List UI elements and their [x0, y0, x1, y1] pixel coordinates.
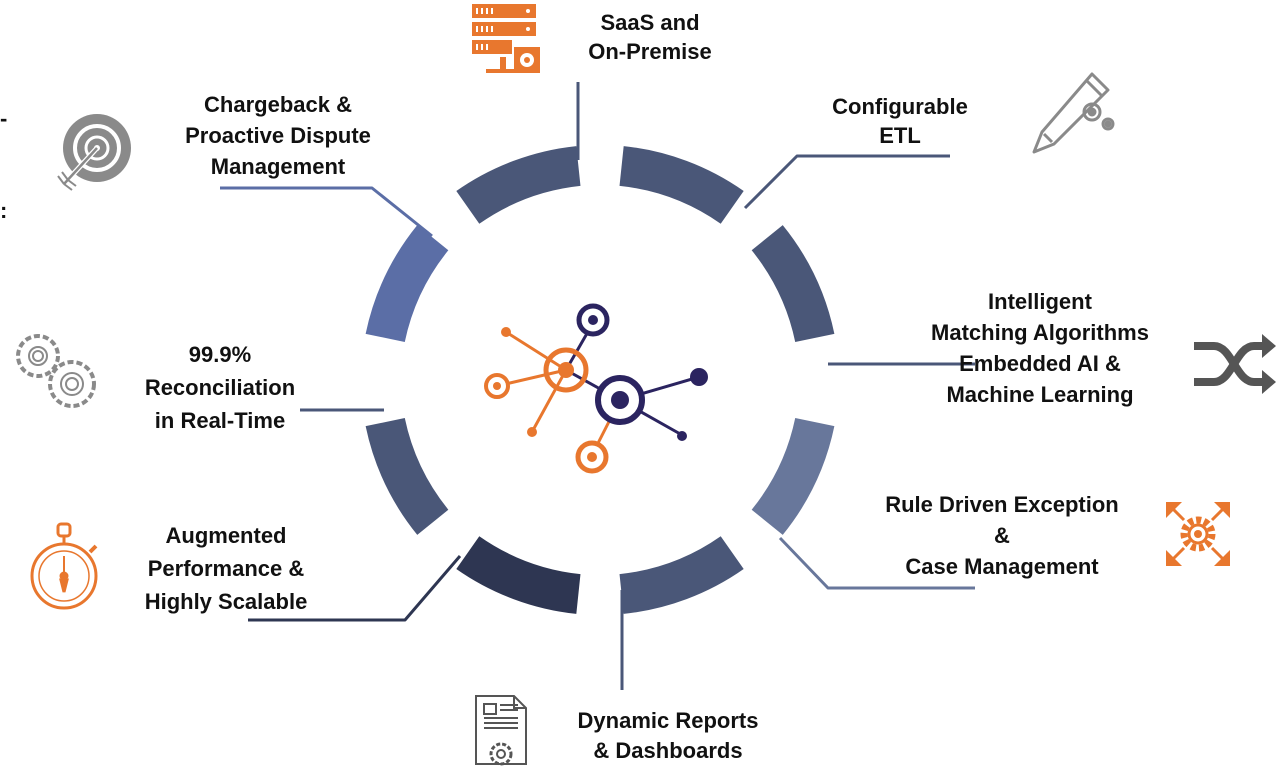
edge-fragment-top: -	[0, 106, 8, 131]
feature-label-performance: Augmented Performance & Highly Scalable	[144, 523, 308, 614]
feature-label-matching: Intelligent Matching Algorithms Embedded…	[931, 289, 1149, 407]
ring-segment-bottom-right	[619, 536, 744, 614]
network-hub-icon	[484, 303, 708, 474]
feature-label-etl: Configurable ETL	[832, 94, 968, 148]
feature-label-exception: Rule Driven Exception & Case Management	[885, 492, 1119, 579]
ring-segment-left-lower	[365, 417, 449, 535]
document-gear-icon	[475, 695, 527, 766]
gears-icon	[16, 334, 96, 408]
stopwatch-icon	[30, 522, 98, 610]
feature-label-chargeback: Chargeback & Proactive Dispute Managemen…	[185, 92, 371, 179]
connector-exception	[778, 536, 975, 590]
ring-segment-right-lower	[751, 417, 835, 535]
ring-segment-top-right	[619, 146, 744, 224]
target-arrow-icon	[57, 114, 131, 191]
pencil-gear-icon	[1032, 72, 1115, 154]
ring-segment-right-upper	[751, 225, 835, 343]
feature-label-saas: SaaS and On-Premise	[588, 10, 712, 64]
ring-segment-left-upper	[365, 225, 449, 343]
feature-label-reconciliation: 99.9% Reconciliation in Real-Time	[144, 342, 296, 433]
ring	[365, 146, 835, 614]
connectors	[220, 82, 975, 690]
ring-segment-top-left	[456, 146, 581, 224]
gear-expand-icon	[1166, 502, 1230, 566]
server-cloud-icon	[472, 4, 540, 73]
ring-segment-bottom-left	[456, 536, 581, 614]
edge-fragment-bottom: :	[0, 198, 8, 223]
connector-performance	[248, 555, 462, 622]
feature-label-reports: Dynamic Reports & Dashboards	[577, 708, 759, 763]
connector-chargeback	[220, 186, 433, 238]
shuffle-arrows-icon	[1194, 334, 1276, 394]
connector-etl	[743, 154, 950, 210]
